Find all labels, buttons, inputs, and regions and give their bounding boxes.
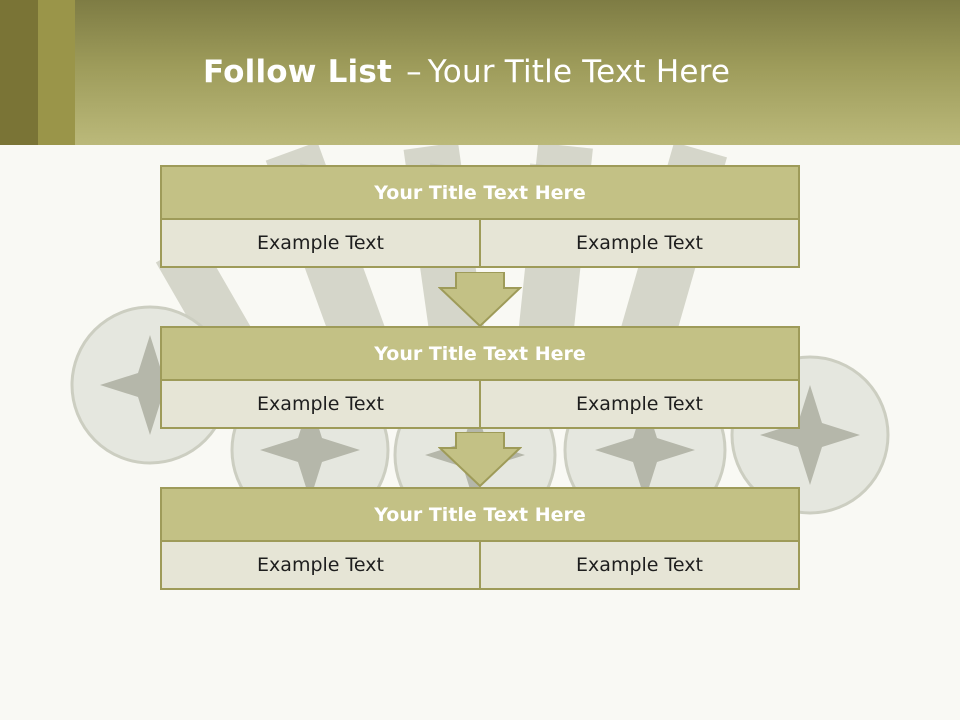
block-row: Example Text Example Text [160,218,800,268]
header-accent-bar [0,0,38,145]
list-block-2: Your Title Text Here Example Text Exampl… [160,326,800,429]
slide-title-main: Follow List [203,54,393,90]
block-cell-left: Example Text [160,379,481,429]
block-cell-left: Example Text [160,218,481,268]
down-arrow-icon [438,272,522,328]
slide-title-separator: – [406,54,422,90]
header-accent-bar-light [38,0,75,145]
down-arrow-icon [438,432,522,488]
block-title: Your Title Text Here [160,487,800,542]
slide-title: Follow List–Your Title Text Here [203,54,730,90]
block-cell-right: Example Text [479,218,800,268]
block-title: Your Title Text Here [160,326,800,381]
list-block-3: Your Title Text Here Example Text Exampl… [160,487,800,590]
block-cell-right: Example Text [479,379,800,429]
block-title: Your Title Text Here [160,165,800,220]
block-row: Example Text Example Text [160,540,800,590]
slide-title-subtitle: Your Title Text Here [427,54,731,90]
block-cell-right: Example Text [479,540,800,590]
block-row: Example Text Example Text [160,379,800,429]
block-cell-left: Example Text [160,540,481,590]
list-block-1: Your Title Text Here Example Text Exampl… [160,165,800,268]
header-band: Follow List–Your Title Text Here [0,0,960,145]
